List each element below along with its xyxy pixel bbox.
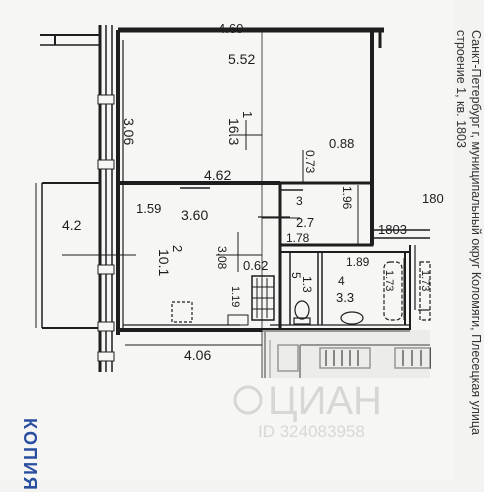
dim-360: 3.60 xyxy=(181,207,208,223)
room4-number: 4 xyxy=(338,274,345,288)
room2-number: 2 xyxy=(170,245,185,252)
left-dim-306: 3.06 xyxy=(121,118,137,145)
facade-windows xyxy=(97,94,115,362)
label-1803: 1803 xyxy=(378,222,407,237)
top-dim-460: 4.60 xyxy=(218,21,243,36)
top-dim-552: 5.52 xyxy=(228,51,255,67)
sink-symbol xyxy=(227,314,249,326)
watermark-logo-icon xyxy=(233,385,263,415)
dim-178: 1.78 xyxy=(286,231,310,245)
watermark: ЦИАН ID 324083958 xyxy=(233,379,382,441)
fixtures xyxy=(171,261,431,366)
room4-area: 3.3 xyxy=(336,290,354,305)
bathtub-symbol xyxy=(383,261,403,321)
toilet-symbol xyxy=(294,300,310,320)
room1-area: 16.3 xyxy=(226,118,242,145)
dim-406: 4.06 xyxy=(184,347,211,363)
dim-189: 1.89 xyxy=(346,255,370,269)
room2-area: 10.1 xyxy=(156,249,172,276)
washbasin-symbol xyxy=(340,311,364,325)
dim-119: 1.19 xyxy=(229,286,241,307)
dim-308: 3.08 xyxy=(215,246,229,270)
plan-labels: 4.60 5.52 3.06 4.2 1 16.3 0.88 4.62 0.73… xyxy=(62,21,444,363)
dim-462: 4.62 xyxy=(204,167,231,183)
room3-number: 3 xyxy=(296,194,303,208)
address-line-2: строение 1, кв. 1803 xyxy=(454,30,468,148)
dim-088: 0.88 xyxy=(329,136,354,151)
floor-plan: 4.60 5.52 3.06 4.2 1 16.3 0.88 4.62 0.73… xyxy=(0,0,455,480)
dim-073: 0.73 xyxy=(303,150,317,174)
dim-159: 1.59 xyxy=(136,201,161,216)
room1-number: 1 xyxy=(240,111,255,118)
dimension-lines xyxy=(62,30,405,378)
room5-area: 1.3 xyxy=(300,276,314,293)
room3-area: 2.7 xyxy=(296,215,314,230)
copy-stamp: КОПИЯ xyxy=(20,418,40,492)
dim-196: 1.96 xyxy=(340,186,354,210)
dim-173-b: 1.73 xyxy=(419,270,431,291)
room5-number: 5 xyxy=(289,272,303,279)
address-line-1: Санкт-Петербург г, муниципальный округ К… xyxy=(469,30,483,435)
stove-symbol xyxy=(171,301,193,323)
paper-sheet xyxy=(0,0,455,480)
dim-062: 0.62 xyxy=(243,258,268,273)
left-dim-42: 4.2 xyxy=(62,217,82,233)
watermark-brand: ЦИАН xyxy=(268,379,382,423)
neighbour-area xyxy=(262,330,430,378)
label-180: 180 xyxy=(422,191,444,206)
watermark-id: ID 324083958 xyxy=(258,422,365,441)
dim-173-a: 1.73 xyxy=(383,270,395,291)
